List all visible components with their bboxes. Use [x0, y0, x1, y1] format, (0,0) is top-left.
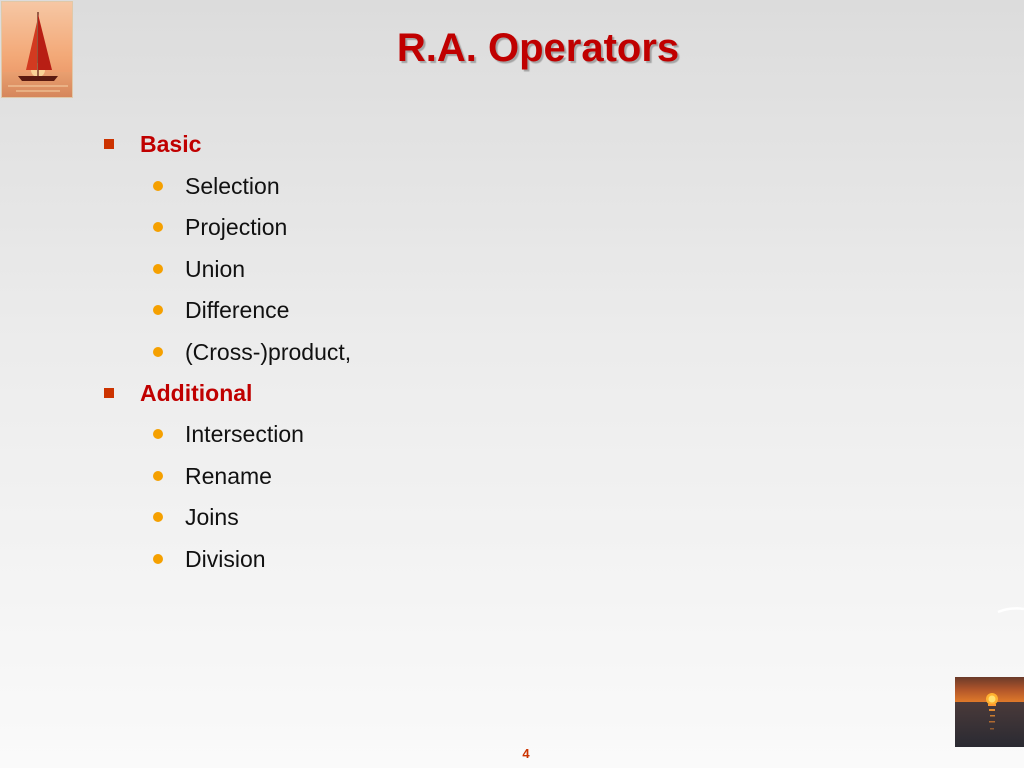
section-heading-additional: Additional	[104, 378, 252, 408]
round-bullet-icon	[153, 305, 163, 315]
list-item: Intersection	[153, 419, 304, 449]
round-bullet-icon	[153, 181, 163, 191]
round-bullet-icon	[153, 471, 163, 481]
round-bullet-icon	[153, 347, 163, 357]
round-bullet-icon	[153, 222, 163, 232]
page-number: 4	[522, 746, 530, 761]
round-bullet-icon	[153, 554, 163, 564]
square-bullet-icon	[104, 388, 114, 398]
round-bullet-icon	[153, 429, 163, 439]
decorative-swoosh	[997, 607, 1024, 614]
sunset-sea-icon	[955, 677, 1024, 747]
round-bullet-icon	[153, 512, 163, 522]
list-item: Division	[153, 544, 266, 574]
list-item: Joins	[153, 502, 239, 532]
list-item: Selection	[153, 171, 280, 201]
list-item: Difference	[153, 295, 289, 325]
list-item: Union	[153, 254, 245, 284]
round-bullet-icon	[153, 264, 163, 274]
list-item: (Cross-)product,	[153, 337, 351, 367]
square-bullet-icon	[104, 139, 114, 149]
section-heading-basic: Basic	[104, 129, 201, 159]
sailboat-sunset-icon	[1, 1, 73, 98]
page-title: R.A. Operators	[396, 26, 680, 70]
list-item: Rename	[153, 461, 272, 491]
list-item: Projection	[153, 212, 287, 242]
bullet-list: Basic Selection Projection Union Differe…	[104, 129, 351, 574]
